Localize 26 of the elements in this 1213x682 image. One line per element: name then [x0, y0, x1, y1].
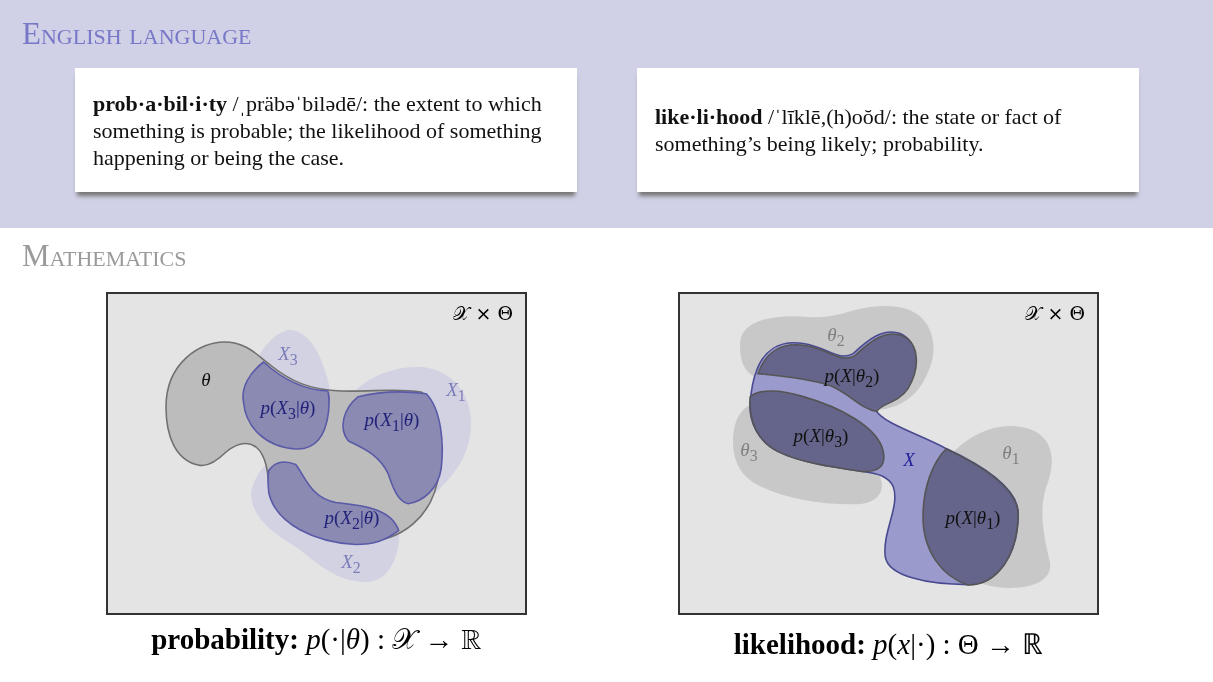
region-label: X	[903, 449, 915, 471]
region-label: θ	[201, 369, 211, 391]
region-label: p(X|θ$_{2}$)	[824, 365, 880, 391]
region-label: θ$_{1}$	[1002, 442, 1020, 468]
formula-caption: likelihood: p(x|·) : Θ → ℝ	[733, 627, 1044, 662]
definition-card	[75, 68, 577, 192]
region-label: θ$_{2}$	[827, 324, 845, 350]
region-label: p(X$_{2}$|θ)	[324, 507, 380, 533]
region-label: p(X$_{1}$|θ)	[364, 409, 420, 435]
formula-caption: probability: p(·|θ) : 𝒳 → ℝ	[151, 623, 482, 657]
section-heading: Mathematics	[22, 238, 187, 274]
region-label: X$_{3}$	[278, 343, 298, 369]
space-label: 𝒳 × Θ	[1025, 302, 1085, 325]
region-label: p(X|θ$_{1}$)	[945, 507, 1001, 533]
region-label: θ$_{3}$	[740, 439, 758, 465]
section-heading: English language	[22, 16, 252, 52]
definition-card	[637, 68, 1139, 192]
diagram-panel	[106, 292, 527, 615]
space-label: 𝒳 × Θ	[453, 302, 513, 325]
region-label: p(X|θ$_{3}$)	[793, 425, 849, 451]
definition-text: prob·a·bil·i·ty /ˌpräbəˈbilədē/: the extent to which something is probable; the likelihood of something happening or being the case.	[93, 89, 543, 171]
definition-text: like·li·hood /ˈlīklē,(h)oŏd/: the state or fact of something’s being likely; probability.	[655, 103, 1063, 157]
region-label: p(X$_{3}$|θ)	[260, 397, 316, 423]
region-label: X$_{1}$	[446, 379, 466, 405]
diagram-panel	[678, 292, 1099, 615]
region-label: X$_{2}$	[341, 551, 361, 577]
